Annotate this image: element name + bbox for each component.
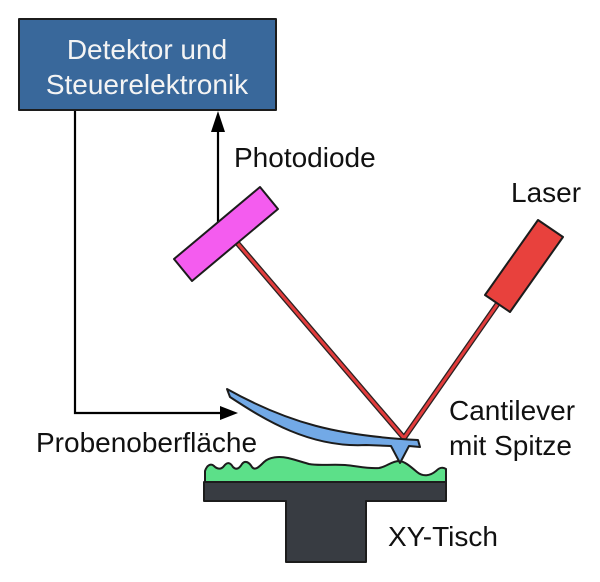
- laser-body: [484, 219, 564, 313]
- control-wire: [73, 111, 222, 415]
- laser-beam: [231, 237, 503, 441]
- cantilever-label-line1: Cantilever: [449, 395, 575, 426]
- detector-box: [18, 18, 277, 111]
- detector-box-label-line1: Detektor und: [67, 34, 227, 65]
- sample-surface-label: Probenoberfläche: [36, 427, 257, 458]
- photodiode-label: Photodiode: [234, 142, 376, 173]
- photodiode: [173, 186, 279, 282]
- photodiode-wire-arrowhead-icon: [211, 111, 225, 132]
- cantilever-label-line2: mit Spitze: [449, 430, 572, 461]
- control-wire-arrowhead-icon: [220, 406, 238, 420]
- laser-label: Laser: [511, 177, 581, 208]
- detector-box-label-line2: Steuerelektronik: [46, 69, 249, 100]
- cantilever: [226, 388, 421, 464]
- xy-stage-label: XY-Tisch: [388, 521, 498, 552]
- sample-surface: [204, 456, 447, 484]
- xy-stage: [203, 481, 447, 563]
